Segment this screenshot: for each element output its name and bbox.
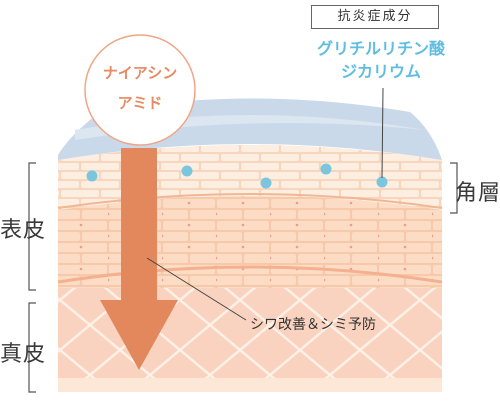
dermis-bracket <box>28 302 36 393</box>
blue-particle-icon <box>376 176 388 188</box>
effect-pointer <box>146 257 247 321</box>
blue-particle-icon <box>320 163 332 175</box>
niacinamide-circle <box>84 34 196 146</box>
stratum-corneum-label: 角層 <box>455 181 500 206</box>
blue-particle-icon <box>86 170 98 182</box>
epidermis-layer <box>58 145 442 288</box>
niacinamide-line1: ナイアシン <box>102 64 178 82</box>
blue-ingredient-line2: ジカリウム <box>340 62 421 81</box>
blue-particle-icon <box>181 165 193 177</box>
epidermis-label: 表皮 <box>0 218 47 243</box>
niacinamide-label: ナイアシン アミド <box>90 58 190 118</box>
stratum-corneum-bracket <box>450 162 458 214</box>
epidermis-bracket <box>28 162 36 291</box>
dermis-label: 真皮 <box>0 342 47 367</box>
penetration-arrow-icon <box>100 148 178 370</box>
blue-ingredient-label: グリチルリチン酸 ジカリウム <box>300 37 462 83</box>
niacinamide-line2: アミド <box>117 94 163 112</box>
effect-label: シワ改善＆シミ予防 <box>250 317 376 333</box>
blue-particle-icon <box>260 177 272 189</box>
blue-ingredient-pointer <box>381 87 384 179</box>
blue-ingredient-line1: グリチルリチン酸 <box>316 39 445 58</box>
blue-particles <box>86 163 388 189</box>
category-tag: 抗炎症成分 <box>311 5 439 29</box>
